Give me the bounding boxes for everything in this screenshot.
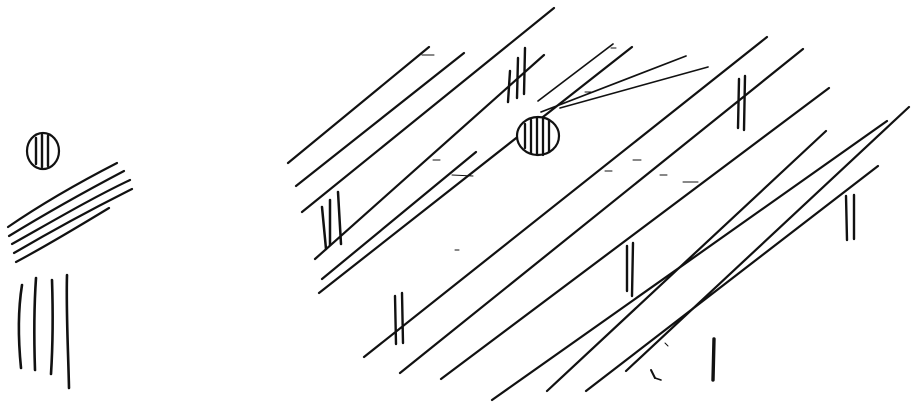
scanner-specks: [422, 48, 698, 380]
left-figure: [8, 133, 132, 388]
right-hatched-circle: [517, 117, 559, 155]
right-field: [288, 8, 909, 400]
left-vertical-bundle: [19, 275, 69, 388]
left-diagonal-bundle: [8, 163, 132, 262]
left-hatched-circle: [27, 133, 59, 169]
right-diagonal-strokes: [288, 8, 909, 400]
